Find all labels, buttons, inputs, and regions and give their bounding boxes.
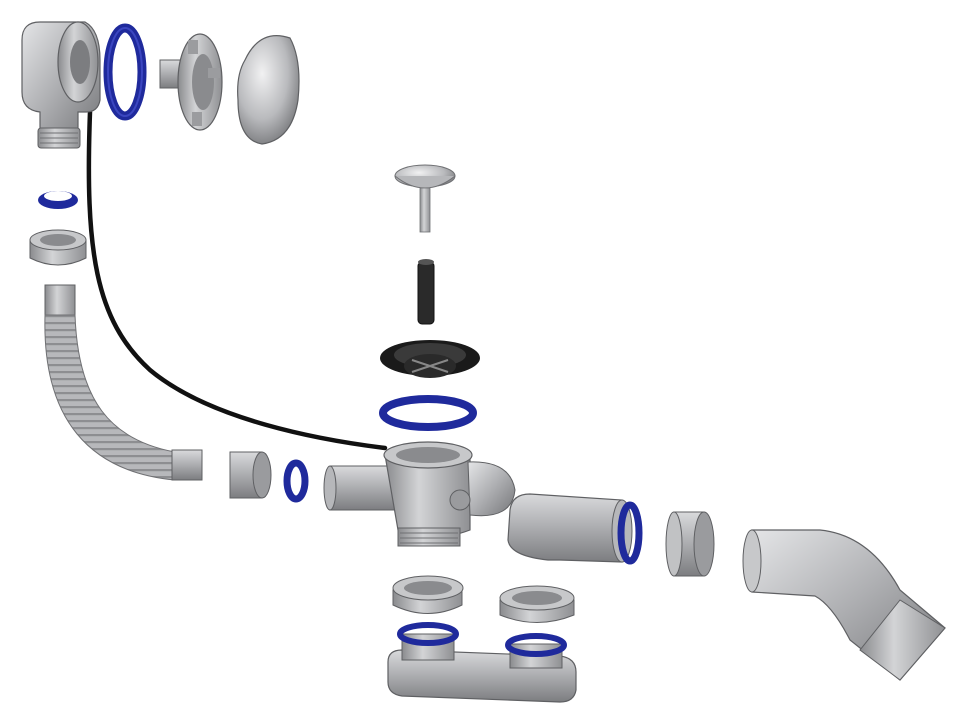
trap-seal-right — [505, 633, 567, 657]
hose-seal-ring — [283, 459, 309, 503]
overflow-cover-cap — [237, 35, 300, 145]
flat-trap-base — [387, 633, 577, 703]
hose-union-nut — [229, 451, 272, 499]
elbow-small-seal — [38, 191, 78, 209]
overflow-elbow — [21, 21, 101, 149]
drain-flange-grate — [380, 340, 480, 378]
corrugated-hose — [44, 284, 203, 481]
outlet-bend-pipe — [742, 529, 946, 681]
bowden-cable — [86, 109, 388, 451]
trap-nut-right — [499, 585, 575, 623]
outlet-union-nut — [665, 511, 715, 577]
overflow-rotor — [159, 33, 223, 131]
elbow-union-nut — [29, 229, 87, 266]
drain-valve-body — [323, 441, 516, 547]
drain-flange-seal — [379, 395, 477, 431]
plug-guide-sleeve — [417, 259, 435, 325]
outlet-seal-ring — [617, 501, 643, 565]
outlet-elbow — [507, 493, 633, 563]
trap-nut-left — [392, 575, 464, 614]
overflow-seal-ring — [103, 23, 147, 121]
trap-seal-left — [397, 622, 459, 646]
pop-up-plug — [394, 164, 456, 233]
